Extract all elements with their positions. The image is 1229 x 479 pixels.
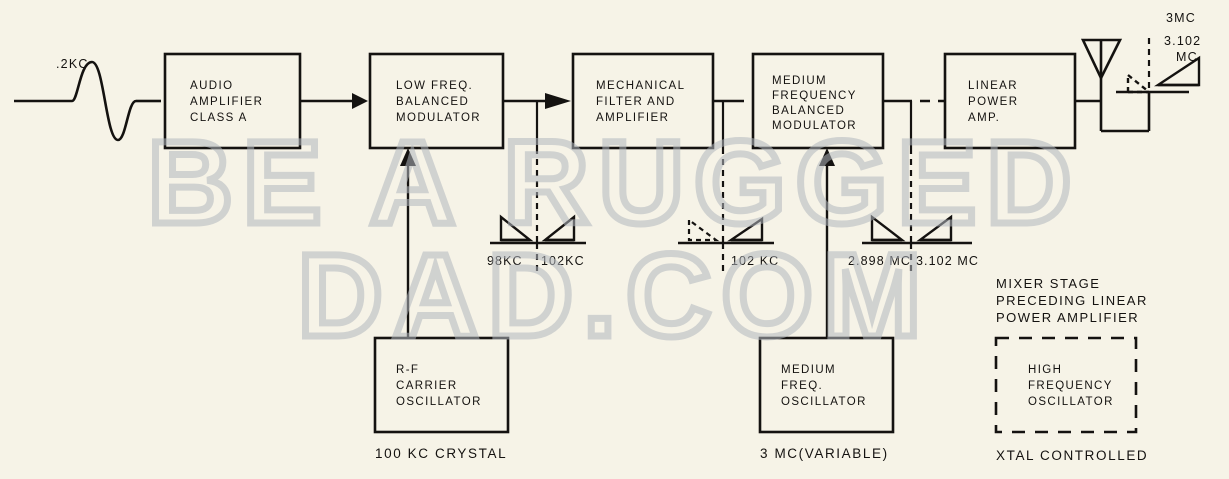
block-rf-carrier-oscillator-line-1: R-F — [396, 364, 419, 376]
link-mechanical-filter-to-mf-modulator — [713, 99, 744, 148]
spectrum-after-mf-modulator-right-label: 3.102 MC — [916, 254, 979, 268]
input-signal-label: .2KC — [56, 57, 89, 71]
block-linear-power-amp[interactable]: LINEAR POWER AMP. — [943, 52, 1077, 150]
block-mf-oscillator-line-1: MEDIUM — [781, 364, 836, 376]
block-mf-balanced-modulator-line-3: BALANCED — [772, 105, 845, 117]
block-audio-amplifier[interactable]: AUDIO AMPLIFIER CLASS A — [163, 52, 302, 150]
block-mf-balanced-modulator-line-2: FREQUENCY — [772, 90, 857, 102]
block-linear-power-amp-line-2: POWER — [968, 96, 1018, 108]
block-mechanical-filter-line-3: AMPLIFIER — [596, 112, 669, 124]
antenna-sideband-label-1: 3.102 — [1164, 34, 1201, 48]
block-mechanical-filter-line-2: FILTER AND — [596, 96, 676, 108]
block-lf-balanced-modulator-line-2: BALANCED — [396, 96, 469, 108]
block-lf-balanced-modulator-line-3: MODULATOR — [396, 112, 481, 124]
block-rf-carrier-oscillator[interactable]: R-F CARRIER OSCILLATOR — [373, 336, 510, 434]
block-audio-amplifier-line-2: AMPLIFIER — [190, 96, 263, 108]
spectrum-after-mechanical-filter: 102 KC — [678, 148, 779, 276]
block-high-frequency-oscillator-line-2: FREQUENCY — [1028, 380, 1113, 392]
antenna-icon — [1080, 38, 1123, 101]
link-mf-oscillator-to-mf-modulator — [819, 148, 835, 338]
legend-line-3: POWER AMPLIFIER — [996, 310, 1139, 325]
link-mf-modulator-to-linear-amp — [883, 99, 945, 148]
spectrum-after-mf-modulator-left-label: 2.898 MC — [848, 254, 911, 268]
block-rf-carrier-oscillator-line-3: OSCILLATOR — [396, 396, 482, 408]
block-high-frequency-oscillator-line-1: HIGH — [1028, 364, 1062, 376]
block-audio-amplifier-line-1: AUDIO — [190, 80, 233, 92]
antenna-frequency-labels: 3MC 3.102 MC — [1164, 11, 1201, 64]
block-high-frequency-oscillator[interactable]: HIGH FREQUENCY OSCILLATOR — [994, 336, 1138, 434]
block-mf-oscillator-line-3: OSCILLATOR — [781, 396, 867, 408]
block-lf-balanced-modulator-line-1: LOW FREQ. — [396, 80, 473, 92]
antenna-sideband-label-2: MC — [1176, 50, 1198, 64]
link-audio-to-lf-modulator — [300, 93, 368, 109]
link-linear-amp-to-antenna — [1075, 92, 1151, 133]
spectrum-after-mf-modulator: 2.898 MC 3.102 MC — [848, 148, 979, 276]
link-rf-oscillator-to-lf-modulator — [400, 148, 416, 338]
block-linear-power-amp-line-3: AMP. — [968, 112, 1000, 124]
legend-line-2: PRECEDING LINEAR — [996, 293, 1148, 308]
block-mf-oscillator[interactable]: MEDIUM FREQ. OSCILLATOR — [758, 336, 895, 434]
caption-mf-oscillator: 3 MC(VARIABLE) — [760, 446, 889, 461]
spectrum-after-lf-modulator: 98KC 102KC — [487, 148, 586, 276]
spectrum-antenna-output — [1116, 38, 1201, 94]
caption-high-frequency-oscillator: XTAL CONTROLLED — [996, 448, 1148, 463]
block-mf-oscillator-line-2: FREQ. — [781, 380, 823, 392]
link-lf-modulator-to-mechanical-filter — [503, 93, 571, 148]
block-mf-balanced-modulator[interactable]: MEDIUM FREQUENCY BALANCED MODULATOR — [751, 52, 885, 150]
spectrum-after-lf-modulator-right-label: 102KC — [541, 254, 585, 268]
block-mechanical-filter-line-1: MECHANICAL — [596, 80, 685, 92]
block-mechanical-filter[interactable]: MECHANICAL FILTER AND AMPLIFIER — [571, 52, 715, 150]
antenna-carrier-label: 3MC — [1166, 11, 1196, 25]
spectrum-after-mechanical-filter-right-label: 102 KC — [731, 254, 779, 268]
audio-input-signal: .2KC — [14, 57, 165, 142]
block-lf-balanced-modulator[interactable]: LOW FREQ. BALANCED MODULATOR — [368, 52, 505, 150]
block-audio-amplifier-line-3: CLASS A — [190, 112, 248, 124]
legend-line-1: MIXER STAGE — [996, 276, 1100, 291]
legend-mixer-stage-note: MIXER STAGE PRECEDING LINEAR POWER AMPLI… — [996, 276, 1148, 325]
block-rf-carrier-oscillator-line-2: CARRIER — [396, 380, 458, 392]
block-linear-power-amp-line-1: LINEAR — [968, 80, 1018, 92]
spectrum-after-lf-modulator-left-label: 98KC — [487, 254, 523, 268]
block-mf-balanced-modulator-line-1: MEDIUM — [772, 75, 827, 87]
caption-rf-carrier-oscillator: 100 KC CRYSTAL — [375, 446, 507, 461]
block-mf-balanced-modulator-line-4: MODULATOR — [772, 120, 857, 132]
block-high-frequency-oscillator-line-3: OSCILLATOR — [1028, 396, 1114, 408]
